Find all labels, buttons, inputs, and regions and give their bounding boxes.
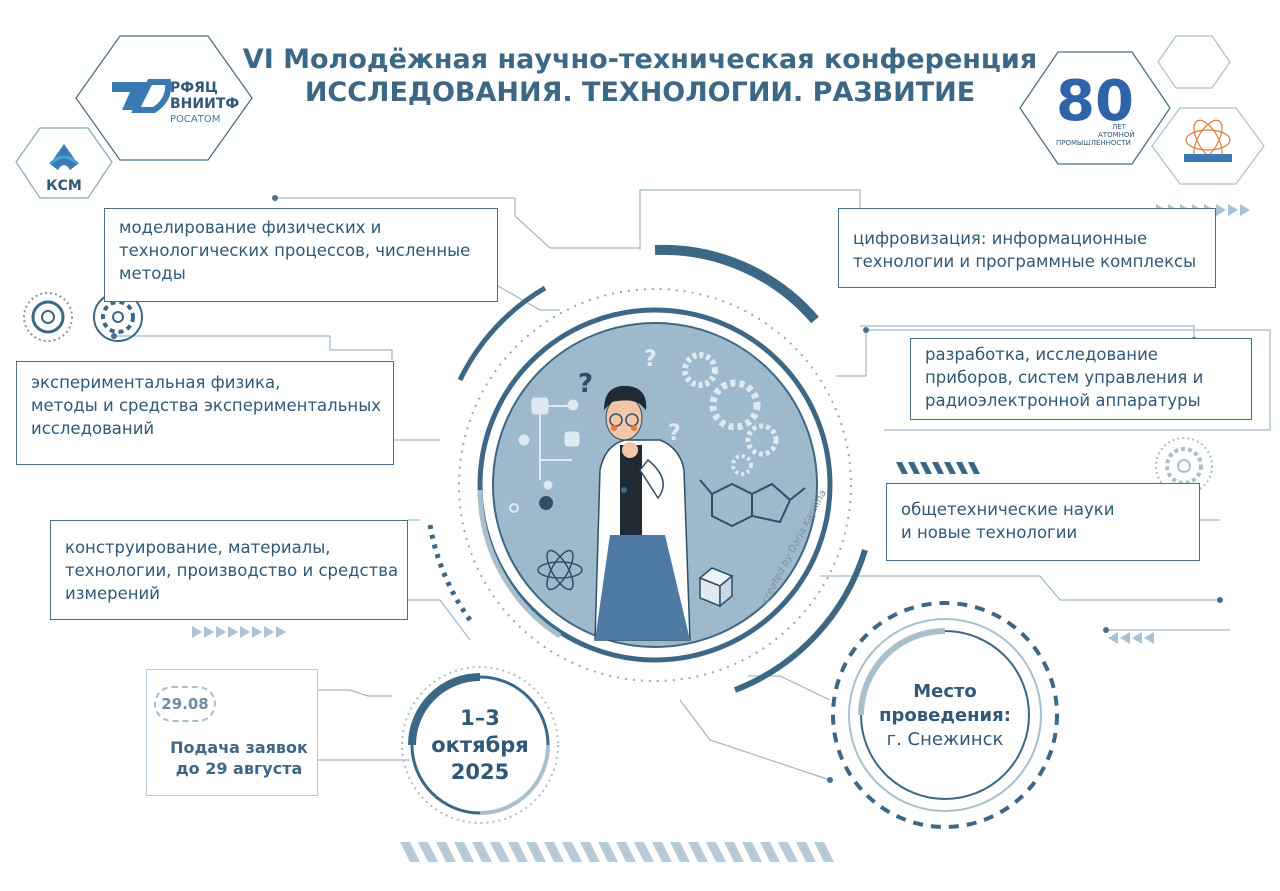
conference-dates: 1–3 октября 2025 (410, 705, 550, 786)
topic-experimental: экспериментальная физика, методы и средс… (16, 361, 394, 465)
topic-devices: разработка, исследование приборов, систе… (910, 338, 1252, 420)
vniitf-logo-line1: РФЯЦ (170, 80, 218, 96)
stripe-bar-right (896, 462, 980, 474)
venue-line2: проведения: (879, 705, 1011, 726)
deco-hexagon-top-right (1157, 35, 1231, 89)
topic-digital-line: цифровизация: информационные (853, 229, 1148, 248)
topic-construction-line: конструирование, материалы, (65, 538, 331, 557)
logo-hexagon-80 (1019, 51, 1171, 165)
youth-council-logo (1184, 119, 1232, 162)
arrow-row-left (192, 626, 286, 638)
vniitf-logo-line3: РОСАТОМ (170, 114, 220, 125)
venue-text: Место проведения: г. Снежинск (860, 680, 1030, 752)
logo-hexagon-ksm (15, 127, 113, 199)
dates-days: 1–3 (460, 706, 500, 730)
anniversary-number: 80 (1056, 69, 1134, 134)
deadline-pill: 29.08 (154, 686, 216, 722)
topic-devices-line: разработка, исследование (925, 345, 1158, 364)
topic-construction: конструирование, материалы, технологии, … (50, 520, 408, 620)
topic-construction-line: технологии, производство и средства (65, 561, 399, 580)
logo-hexagon-vniitf (75, 35, 253, 161)
topic-experimental-line: исследований (31, 419, 155, 438)
dates-circle (401, 666, 559, 824)
topic-general-line: общетехнические науки (901, 500, 1115, 519)
topic-devices-line: радиоэлектронной аппаратуры (925, 391, 1201, 410)
topic-modeling: моделирование физических и технологическ… (104, 208, 498, 302)
dates-month: октября (431, 733, 529, 757)
scientist-illustration: ? ? ? (509, 347, 806, 641)
anniversary-line1: ЛЕТ (1112, 123, 1127, 131)
deadline-text: Подача заявок до 29 августа (160, 737, 318, 779)
topic-modeling-line: технологических процессов, численные (119, 241, 471, 260)
anniversary-line2: АТОМНОЙ (1098, 130, 1135, 139)
svg-text:?: ? (644, 347, 657, 372)
arrow-row-right (1108, 632, 1154, 644)
gear-badge-right (1155, 437, 1213, 495)
deadline-line2: до 29 августа (175, 759, 303, 778)
topic-general: общетехнические науки и новые технологии (886, 483, 1200, 561)
topic-digital-line: технологии и программные комплексы (853, 252, 1197, 271)
ksm-logo (48, 144, 80, 170)
logo-hexagon-youth (1151, 107, 1265, 185)
vniitf-logo (112, 79, 172, 113)
ksm-logo-text: КСМ (46, 178, 82, 194)
anniversary-line3: ПРОМЫШЛЕННОСТИ (1056, 139, 1131, 147)
topic-experimental-line: методы и средства экспериментальных (31, 396, 382, 415)
topic-devices-line: приборов, систем управления и (925, 368, 1204, 387)
venue-circle (831, 601, 1059, 829)
topic-digital: цифровизация: информационные технологии … (838, 208, 1216, 288)
topic-general-line: и новые технологии (901, 523, 1078, 542)
svg-text:?: ? (668, 421, 681, 446)
deadline-box (146, 669, 318, 796)
topic-modeling-line: моделирование физических и (119, 218, 382, 237)
svg-text:?: ? (578, 369, 593, 399)
venue-line1: Место (913, 681, 977, 702)
conference-title: VI Молодёжная научно-техническая конфере… (242, 44, 1038, 75)
conference-subtitle: ИССЛЕДОВАНИЯ. ТЕХНОЛОГИИ. РАЗВИТИЕ (304, 77, 976, 108)
deadline-line1: Подача заявок (170, 738, 308, 757)
vniitf-logo-line2: ВНИИТФ (170, 96, 239, 112)
gear-badge-left-1 (23, 292, 73, 342)
stripe-bar-bottom (400, 842, 834, 862)
dates-year: 2025 (450, 760, 510, 784)
venue-city: г. Снежинск (886, 729, 1004, 750)
topic-modeling-line: методы (119, 264, 186, 283)
topic-experimental-line: экспериментальная физика, (31, 373, 281, 392)
topic-construction-line: измерений (65, 584, 160, 603)
